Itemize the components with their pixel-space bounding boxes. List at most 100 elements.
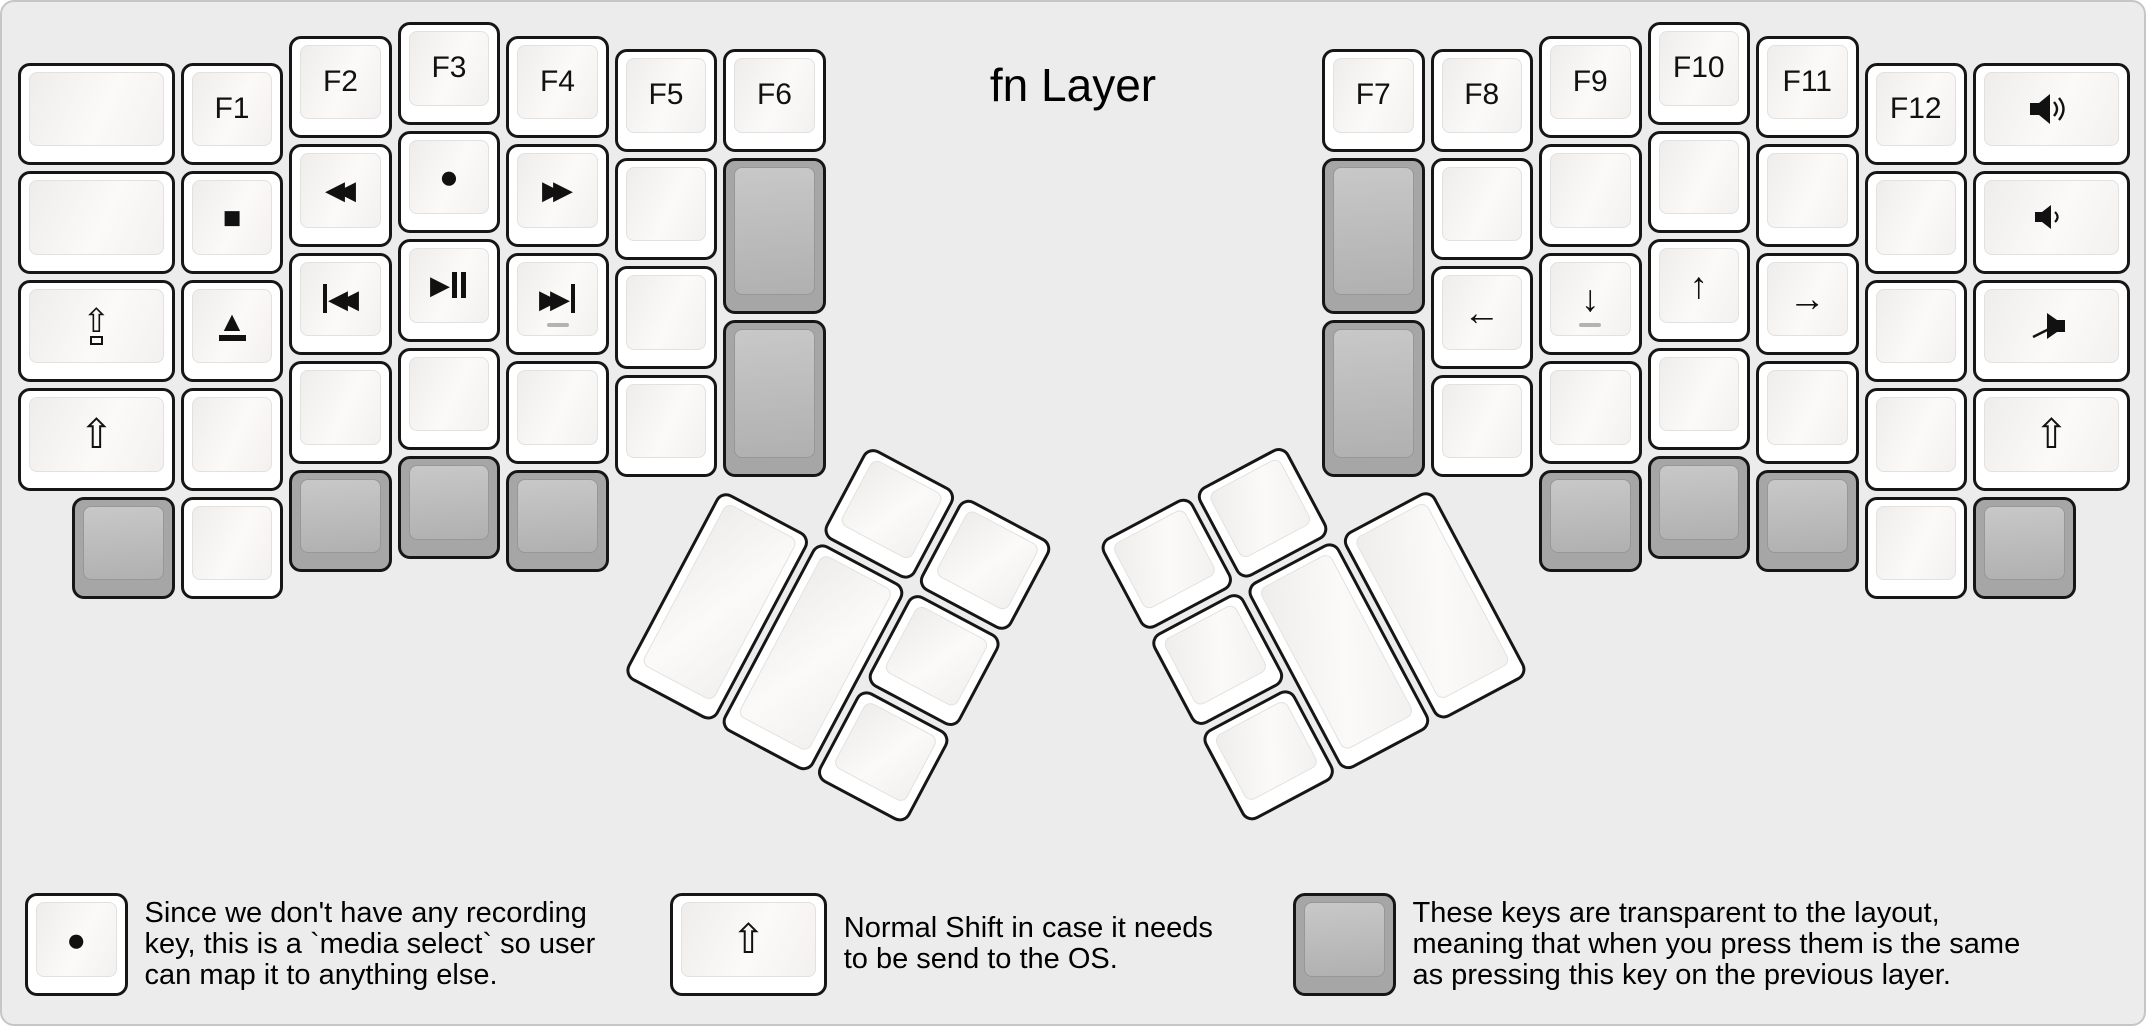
key-media-select[interactable]: ●	[397, 130, 501, 233]
key-volume-up[interactable]	[1973, 62, 2130, 166]
key-blank[interactable]	[1864, 171, 1967, 274]
keycap: F7	[1333, 58, 1414, 133]
keycap: F12	[1875, 71, 1956, 147]
key-blank[interactable]	[614, 157, 718, 261]
keycap	[300, 478, 381, 554]
key-blank[interactable]	[1864, 496, 1967, 600]
key-label: F6	[756, 78, 792, 112]
key-transparent[interactable]	[1539, 469, 1642, 573]
key-transparent[interactable]	[1973, 496, 2076, 600]
key-blank[interactable]	[1430, 374, 1533, 478]
keycap: F10	[1658, 31, 1739, 106]
key-f3[interactable]: F3	[397, 22, 501, 125]
keycap: F5	[625, 58, 707, 133]
key-caps-lock[interactable]: ⇧	[18, 279, 175, 383]
volume-up-icon	[2028, 92, 2074, 126]
key-blank[interactable]	[180, 388, 284, 491]
key-transparent[interactable]	[1322, 320, 1425, 478]
key-prev-track[interactable]: ◀◀	[289, 252, 392, 356]
keycap: F6	[734, 58, 815, 133]
key-f5[interactable]: F5	[614, 49, 718, 152]
key-blank[interactable]	[1539, 361, 1642, 464]
key-blank[interactable]	[1647, 347, 1750, 450]
key-fast-forward[interactable]: ▶▶	[506, 144, 609, 247]
key-blank[interactable]	[1539, 144, 1642, 247]
keycap	[29, 71, 164, 147]
key-blank[interactable]	[180, 496, 284, 600]
key-play-pause[interactable]: ▶	[397, 239, 501, 342]
keycap: ⇧	[681, 902, 816, 977]
key-transparent[interactable]	[723, 320, 826, 478]
key-f11[interactable]: F11	[1756, 35, 1859, 139]
key-eject[interactable]: ▲	[180, 279, 284, 383]
key-f10[interactable]: F10	[1647, 22, 1750, 125]
legend-key: ⇧	[667, 890, 830, 998]
key-label: F1	[214, 91, 250, 125]
legend-item: ⇧Normal Shift in case it needs to be sen…	[667, 890, 1213, 998]
keycap	[1984, 71, 2119, 147]
key-blank[interactable]	[1756, 361, 1859, 464]
key-f8[interactable]: F8	[1430, 49, 1533, 152]
key-blank[interactable]	[1430, 157, 1533, 261]
key-transparent[interactable]	[397, 456, 501, 559]
key-f9[interactable]: F9	[1539, 35, 1642, 139]
key-blank[interactable]	[18, 62, 175, 166]
key-blank[interactable]	[614, 266, 718, 369]
keycap	[1984, 505, 2065, 581]
key-mute[interactable]	[1973, 279, 2130, 383]
key-f6[interactable]: F6	[723, 49, 826, 152]
key-transparent[interactable]	[289, 469, 392, 573]
key-transparent[interactable]	[1756, 469, 1859, 573]
key-stop[interactable]: ■	[180, 171, 284, 274]
keycap	[1550, 478, 1631, 554]
key-transparent[interactable]	[1647, 456, 1750, 559]
stop-icon: ■	[222, 199, 242, 235]
key-f12[interactable]: F12	[1864, 62, 1967, 166]
key-blank[interactable]	[18, 171, 175, 274]
keycap	[734, 166, 815, 296]
key-blank[interactable]	[289, 361, 392, 464]
key-arrow-left[interactable]: ←	[1430, 266, 1533, 369]
key-blank[interactable]	[1864, 279, 1967, 383]
keycap: ▶▶	[517, 261, 598, 337]
keycap: ◀◀	[300, 261, 381, 337]
key-rewind[interactable]: ◀◀	[289, 144, 392, 247]
keycap	[191, 397, 273, 472]
key-volume-down[interactable]	[1973, 171, 2130, 274]
key-blank[interactable]	[1647, 130, 1750, 233]
key-f1[interactable]: F1	[180, 62, 284, 166]
key-transparent[interactable]	[72, 496, 175, 600]
key-label: F8	[1464, 78, 1500, 112]
key-arrow-down[interactable]: ↓	[1539, 252, 1642, 356]
key-transparent[interactable]	[723, 157, 826, 315]
key-blank[interactable]	[1864, 388, 1967, 491]
key-transparent[interactable]	[1322, 157, 1425, 315]
keycap: ●	[408, 139, 490, 214]
key-transparent[interactable]	[506, 469, 609, 573]
keycap	[832, 699, 939, 804]
key-shift[interactable]: ⇧	[18, 388, 175, 491]
key-f7[interactable]: F7	[1322, 49, 1425, 152]
keycap: ◀◀	[300, 153, 381, 228]
key-label: F11	[1782, 64, 1832, 98]
keycap: F4	[517, 44, 598, 120]
keycap	[1658, 139, 1739, 214]
page-title: fn Layer	[989, 59, 1157, 111]
key-blank[interactable]	[397, 347, 501, 450]
keycap	[1875, 397, 1956, 472]
key-blank[interactable]	[506, 361, 609, 464]
keycap	[1304, 902, 1385, 977]
key-f4[interactable]: F4	[506, 35, 609, 139]
key-label: F10	[1672, 51, 1725, 85]
legend-item: These keys are transparent to the layout…	[1290, 890, 2020, 998]
homing-bar	[546, 323, 569, 328]
key-shift[interactable]: ⇧	[1973, 388, 2130, 491]
key-arrow-right[interactable]: →	[1756, 252, 1859, 356]
key-f2[interactable]: F2	[289, 35, 392, 139]
keycap	[1550, 370, 1631, 445]
key-next-track[interactable]: ▶▶	[506, 252, 609, 356]
key-blank[interactable]	[1756, 144, 1859, 247]
key-blank[interactable]	[614, 374, 718, 478]
key-arrow-up[interactable]: ↑	[1647, 239, 1750, 342]
